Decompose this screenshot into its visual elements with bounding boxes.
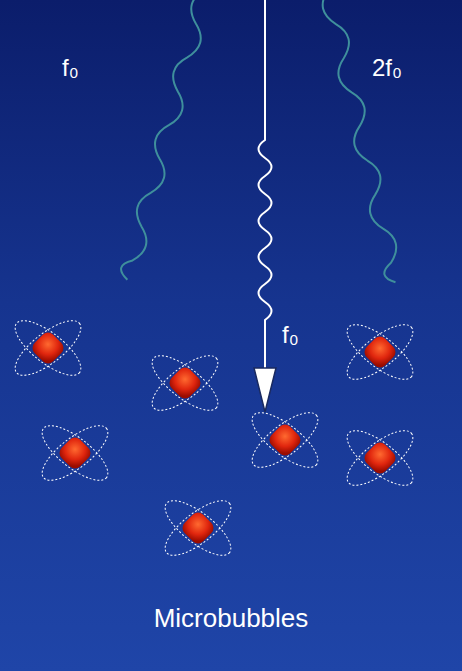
microbubble xyxy=(7,312,89,385)
harmonic-wave xyxy=(319,0,404,284)
frequency-label: f₀ xyxy=(62,55,79,81)
microbubble xyxy=(339,422,421,495)
caption-label: Microbubbles xyxy=(154,604,309,633)
microbubble xyxy=(157,492,239,565)
frequency-label: 2f₀ xyxy=(372,55,402,81)
microbubble xyxy=(244,404,326,477)
arrow-head xyxy=(254,368,276,412)
microbubble xyxy=(144,347,226,420)
microbubble xyxy=(339,316,421,389)
scattered-wave xyxy=(119,0,214,282)
frequency-label: f₀ xyxy=(282,322,299,348)
microbubble xyxy=(34,417,116,490)
incident-wave xyxy=(259,0,272,368)
